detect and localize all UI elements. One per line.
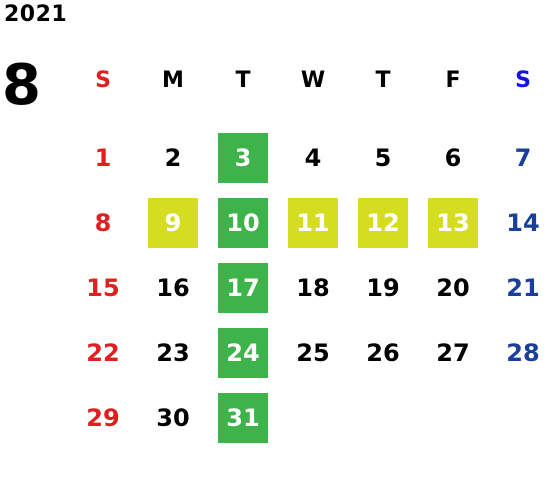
year-label: 2021 [4,2,68,27]
day-number-fri: 27 [436,338,470,367]
day-number-sun: 29 [86,403,120,432]
day-cell: 23 [138,320,208,385]
day-cell: 28 [488,320,548,385]
day-number-tue: 3 [218,132,268,183]
day-number-wed [288,393,338,443]
day-cell: 26 [348,320,418,385]
day-number-wed: 4 [304,143,322,172]
empty-day-cell [278,385,348,450]
day-cell: 2 [138,125,208,190]
day-number-sun: 1 [94,143,112,172]
month-label: 8 [2,53,41,118]
day-number-mon: 2 [164,143,182,172]
day-number-sat [498,393,548,443]
day-number-tue: 24 [218,327,268,378]
day-number-mon: 23 [156,338,190,367]
day-cell: 7 [488,125,548,190]
day-cell: 8 [68,190,138,255]
weekday-header-wed: W [300,68,326,93]
empty-day-cell [418,385,488,450]
day-cell: 17 [208,255,278,320]
day-cell: 29 [68,385,138,450]
day-number-sat: 7 [514,143,532,172]
day-cell: 20 [418,255,488,320]
weekday-header-thu: T [375,68,391,93]
day-number-fri: 13 [428,197,478,248]
day-cell: 22 [68,320,138,385]
day-number-tue: 17 [218,262,268,313]
day-cell: 14 [488,190,548,255]
day-cell: 12 [348,190,418,255]
day-cell: 19 [348,255,418,320]
day-cell: 21 [488,255,548,320]
day-number-sat: 28 [506,338,540,367]
day-number-fri [428,393,478,443]
weekday-header-sat: S [515,68,531,93]
day-number-wed: 11 [288,197,338,248]
day-cell: 9 [138,190,208,255]
day-cell: 27 [418,320,488,385]
weekday-header-sun: S [95,68,111,93]
day-number-mon: 9 [148,197,198,248]
day-number-wed: 18 [296,273,330,302]
empty-day-cell [488,385,548,450]
day-cell: 5 [348,125,418,190]
day-cell: 6 [418,125,488,190]
day-cell: 18 [278,255,348,320]
weekday-header-mon: M [162,68,184,93]
day-cell: 15 [68,255,138,320]
day-number-wed: 25 [296,338,330,367]
day-number-tue: 31 [218,392,268,443]
day-cell: 4 [278,125,348,190]
day-number-thu [358,393,408,443]
weekday-header-tue: T [235,68,251,93]
day-cell: 25 [278,320,348,385]
day-number-thu: 19 [366,273,400,302]
day-number-thu: 12 [358,197,408,248]
day-cell: 16 [138,255,208,320]
day-number-fri: 6 [444,143,462,172]
day-number-mon: 16 [156,273,190,302]
day-cell: 31 [208,385,278,450]
day-number-tue: 10 [218,197,268,248]
day-number-mon: 30 [156,403,190,432]
day-number-sat: 21 [506,273,540,302]
day-cell: 11 [278,190,348,255]
day-number-thu: 5 [374,143,392,172]
day-cell: 10 [208,190,278,255]
day-number-thu: 26 [366,338,400,367]
day-number-sun: 15 [86,273,120,302]
day-cell: 30 [138,385,208,450]
day-number-fri: 20 [436,273,470,302]
day-number-sat: 14 [506,208,540,237]
empty-day-cell [348,385,418,450]
weekday-header-fri: F [445,68,461,93]
day-cell: 24 [208,320,278,385]
day-number-sun: 22 [86,338,120,367]
day-cell: 1 [68,125,138,190]
day-number-sun: 8 [94,208,112,237]
day-cell: 13 [418,190,488,255]
day-cell: 3 [208,125,278,190]
